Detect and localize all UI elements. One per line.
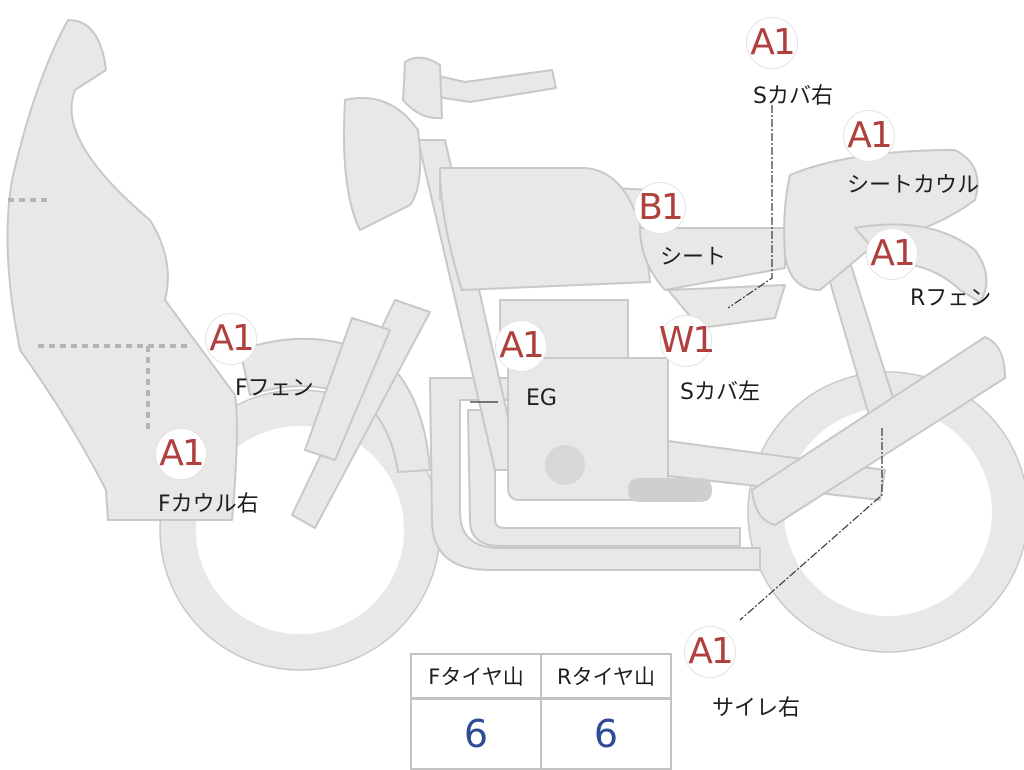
exhaust-pipe-lower: [467, 409, 741, 547]
front-cowl-shape: [6, 19, 238, 521]
grade-badge-front-fender: A1: [205, 313, 257, 365]
part-label-engine: EG: [526, 386, 557, 411]
seat-cowl-shape: [783, 149, 979, 291]
part-label-front-cowl-right: Fカウル右: [158, 492, 259, 517]
grade-badge-seat: B1: [634, 182, 686, 234]
grade-badge-front-cowl-right: A1: [155, 428, 207, 480]
grade-badge-silencer-right: A1: [684, 626, 736, 678]
engine-cover: [545, 445, 585, 485]
headlight: [343, 97, 422, 231]
rear-tire-header: Rタイヤ山: [540, 653, 672, 700]
grade-badge-s-cover-right: A1: [746, 17, 798, 69]
tire-tread-table: Fタイヤ山 Rタイヤ山 6 6: [410, 653, 672, 770]
front-wheel: [160, 390, 440, 670]
part-label-front-fender: Fフェン: [235, 376, 314, 401]
fork-slider: [304, 317, 391, 461]
leader-line-silencer: [739, 428, 883, 621]
silencer-shape: [751, 336, 1006, 526]
leader-line-s-cover-right: [727, 105, 773, 309]
footpeg: [628, 478, 712, 502]
rear-tire-value: 6: [540, 697, 672, 770]
part-label-s-cover-left: Sカバ左: [680, 380, 760, 405]
grade-badge-rear-fender: A1: [866, 228, 918, 280]
exhaust-pipe-upper: [429, 377, 761, 571]
front-tire-value: 6: [410, 697, 542, 770]
grade-badge-s-cover-left: W1: [659, 315, 715, 367]
seat-shape: [639, 227, 786, 291]
part-label-silencer-right: サイレ右: [712, 696, 801, 721]
grade-badge-engine: A1: [495, 320, 547, 372]
fuel-tank: [439, 167, 651, 291]
part-label-seat-cowl: シートカウル: [847, 173, 980, 198]
part-label-seat: シート: [660, 245, 727, 270]
grade-badge-seat-cowl: A1: [843, 110, 895, 162]
mirror: [402, 56, 443, 120]
part-label-rear-fender: Rフェン: [910, 286, 992, 311]
rear-wheel-edge: [747, 371, 1024, 653]
front-tire-header: Fタイヤ山: [410, 653, 542, 700]
part-label-s-cover-right: Sカバ右: [753, 84, 833, 109]
